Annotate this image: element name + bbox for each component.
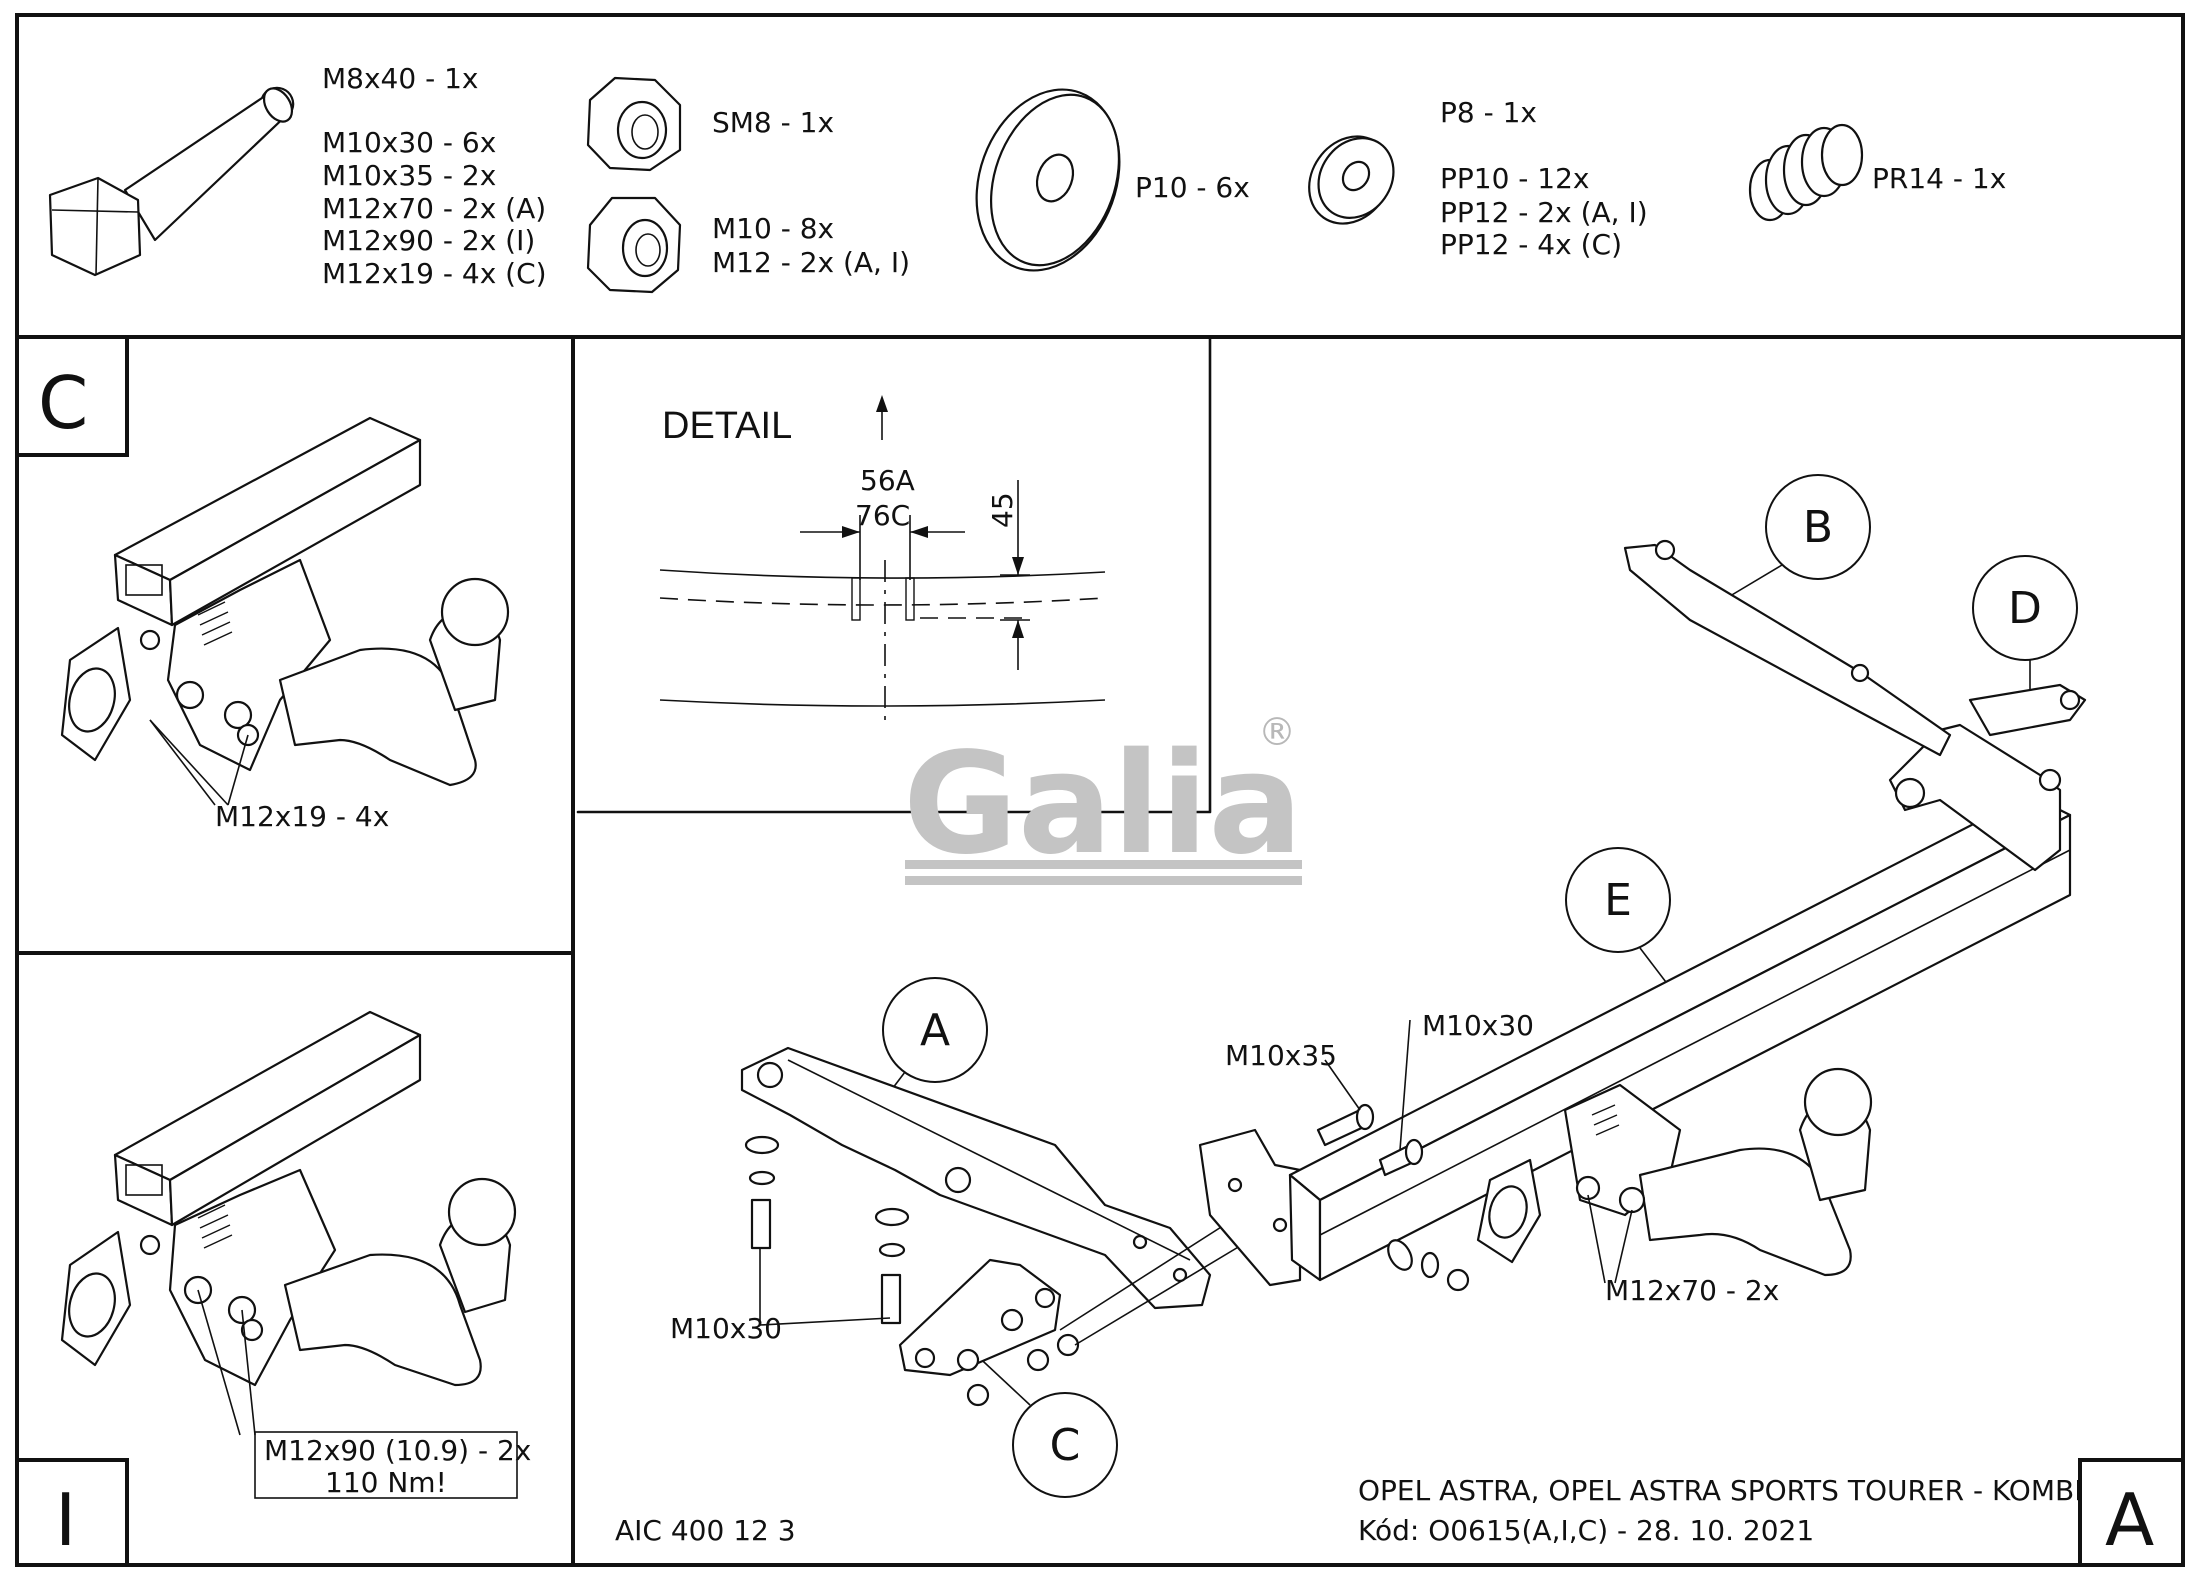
detail-dim-56a: 56A [860,464,915,497]
washer-p10-label: P10 - 6x [1135,171,1250,204]
washer-label-0: P8 - 1x [1440,96,1537,129]
callout-d: D [1972,555,2078,712]
svg-text:D: D [2008,583,2042,634]
spring-icon [1748,123,1864,222]
drawing-frame [15,13,2185,1567]
washer-label-2: PP12 - 2x (A, I) [1440,196,1648,229]
bolt-icon [48,86,295,277]
svg-text:C: C [1050,1420,1081,1471]
detail-dim-76c: 76C [855,499,910,532]
panel-c: C M12x19 - 4x [38,361,510,833]
panel-c-label: M12x19 - 4x [215,800,389,833]
main-assembly: A A B C D E [670,474,2154,1562]
nut-label-1: M12 - 2x (A, I) [712,246,910,279]
nut-label-0: M10 - 8x [712,212,834,245]
bolt-label-2: M10x35 - 2x [322,159,496,192]
title-block: OPEL ASTRA, OPEL ASTRA SPORTS TOURER - K… [615,1474,2082,1547]
callout-a: A [879,977,988,1106]
panel-i-label-2: 110 Nm! [325,1466,447,1499]
bolt-label-1: M10x30 - 6x [322,126,496,159]
callout-b: B [1714,474,1871,606]
svg-text:B: B [1803,502,1833,553]
bolt-label-5: M12x19 - 4x (C) [322,257,547,290]
label-m10x30-left: M10x30 [670,1312,782,1345]
callout-c: C [954,1334,1118,1498]
lock-nut-icon [586,76,682,172]
detail-title: DETAIL [662,405,792,447]
bolt-label-3: M12x70 - 2x (A) [322,192,546,225]
bolt-label-4: M12x90 - 2x (I) [322,224,535,257]
logo-mark: ® [1258,710,1296,754]
main-letter: A [2105,1478,2154,1562]
product-code: AIC 400 12 3 [615,1514,796,1547]
panel-i-letter: I [55,1478,76,1562]
hardware-strip: M8x40 - 1x M10x30 - 6x M10x35 - 2x M12x7… [48,62,2006,294]
washer-label-3: PP12 - 4x (C) [1440,228,1622,261]
detail-panel: DETAIL 56A 76C 45 [659,395,1106,720]
svg-text:A: A [920,1005,950,1056]
panel-i-label-1: M12x90 (10.9) - 2x [264,1434,531,1467]
label-m10x35: M10x35 [1225,1039,1337,1072]
detail-dim-45: 45 [986,492,1019,528]
logo-text: Galia [903,723,1303,886]
up-arrow-icon [876,395,888,412]
title-line-1: OPEL ASTRA, OPEL ASTRA SPORTS TOURER - K… [1358,1474,2082,1507]
galia-logo: Galia ® [903,710,1303,886]
callout-e: E [1565,847,1673,991]
washer-icon [1308,135,1395,225]
nut-sm8-label: SM8 - 1x [712,106,834,139]
label-m10x30-top: M10x30 [1422,1009,1534,1042]
washer-label-1: PP10 - 12x [1440,162,1590,195]
panel-c-letter: C [38,361,88,445]
large-washer-icon [975,88,1121,272]
bolt-label-0: M8x40 - 1x [322,62,478,95]
hex-nut-icon [586,196,682,294]
svg-text:E: E [1604,875,1632,926]
title-line-2: Kód: O0615(A,I,C) - 28. 10. 2021 [1358,1514,1814,1547]
spring-label: PR14 - 1x [1872,162,2006,195]
panel-i: I M12x90 (10.9) - 2x 110 Nm! [55,1010,531,1562]
label-m12x70: M12x70 - 2x [1605,1274,1779,1307]
